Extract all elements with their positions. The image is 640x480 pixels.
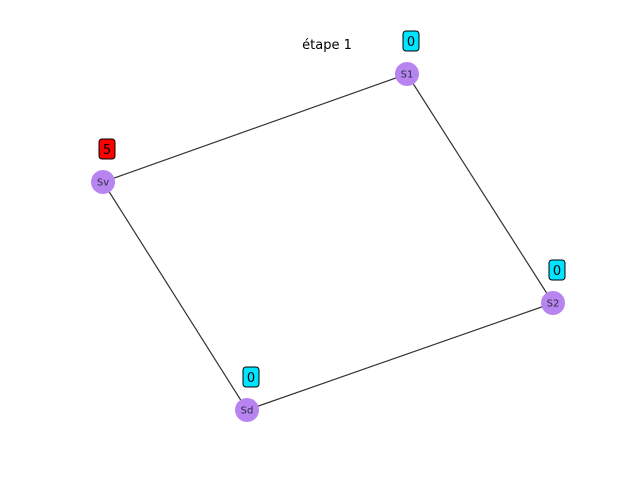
- edge-sv-s1: [102, 73, 408, 183]
- value-badge-sd: [242, 366, 260, 388]
- value-badge-s2: [548, 259, 566, 281]
- node-sv: Sv 5: [91, 138, 116, 194]
- edge-s1-s2: [406, 73, 554, 304]
- diagram-title: étape 1: [302, 38, 352, 53]
- node-label-sv: Sv: [97, 178, 109, 189]
- edges-group: [102, 73, 554, 411]
- edge-sd-sv: [102, 181, 248, 411]
- node-circle-s2: [541, 291, 565, 315]
- node-label-s1: S1: [401, 70, 414, 81]
- node-label-s2: S2: [547, 299, 560, 310]
- edge-s2-sd: [246, 302, 554, 411]
- value-badge-s1: [402, 30, 420, 52]
- node-s2: S2 0: [541, 259, 566, 315]
- node-circle-sd: [235, 398, 259, 422]
- node-sd: Sd 0: [235, 366, 260, 422]
- node-label-sd: Sd: [241, 406, 254, 417]
- value-badge-text-s1: 0: [407, 35, 415, 50]
- node-circle-sv: [91, 170, 115, 194]
- value-badge-text-s2: 0: [553, 264, 561, 279]
- node-s1: S1 0: [395, 30, 420, 86]
- node-circle-s1: [395, 62, 419, 86]
- value-badge-text-sd: 0: [247, 371, 255, 386]
- value-badge-sv: [98, 138, 116, 160]
- value-badge-text-sv: 5: [103, 143, 111, 158]
